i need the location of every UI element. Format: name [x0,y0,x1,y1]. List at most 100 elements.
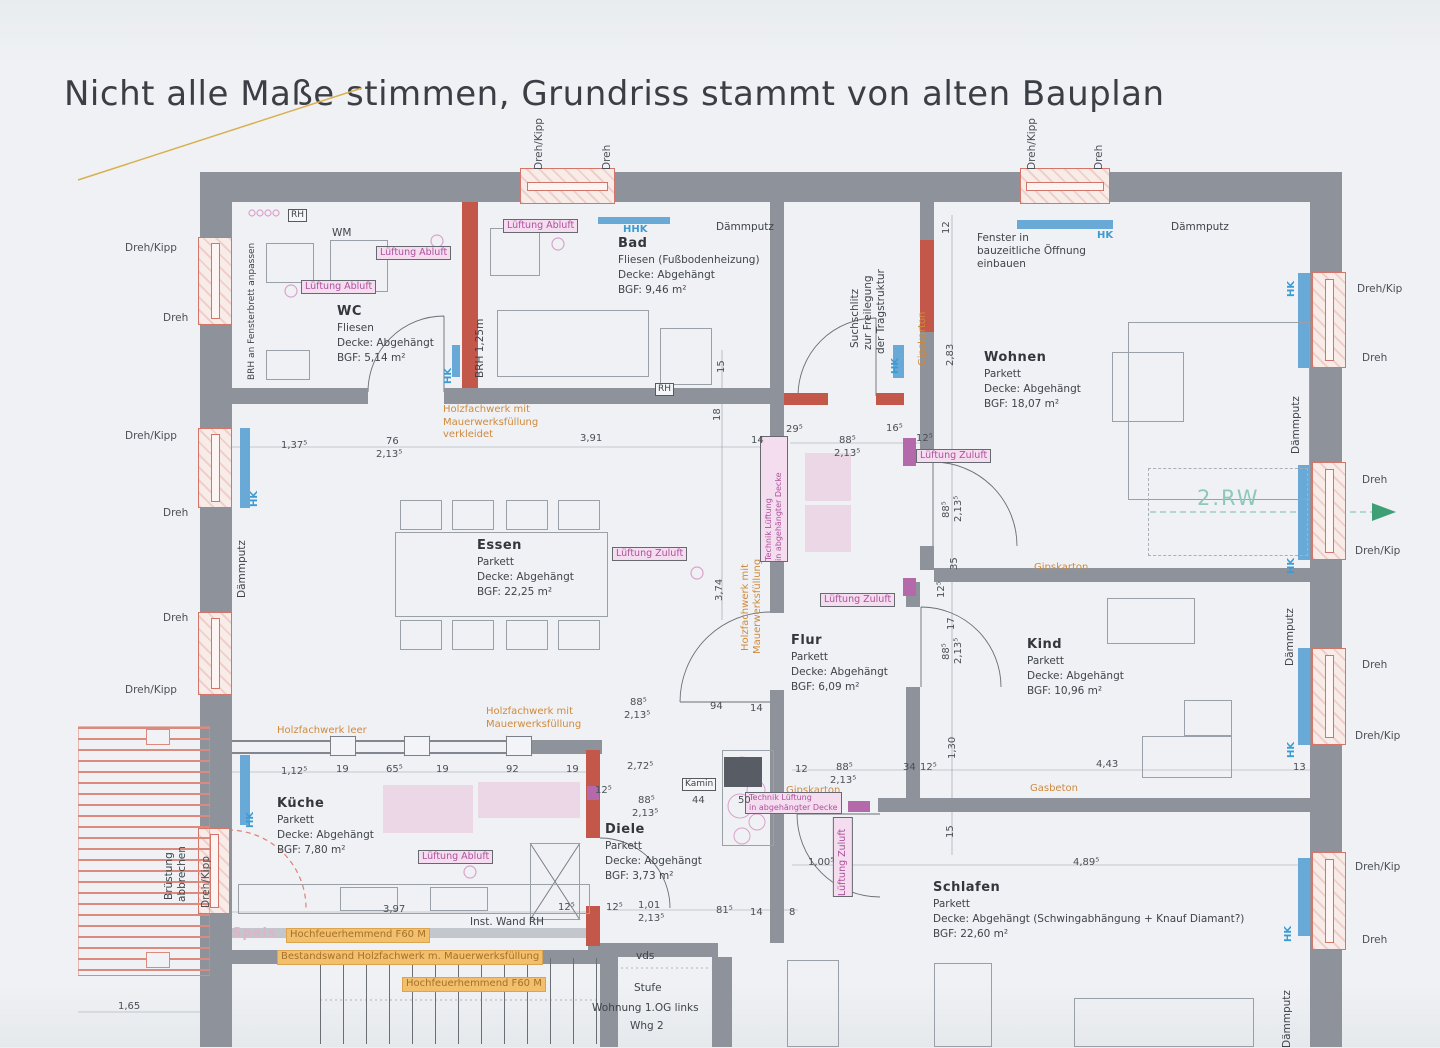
furniture-outline [1112,352,1184,422]
dimension-label: 2,13⁵ [632,808,659,819]
wall-segment [330,736,356,756]
wall-segment [906,687,920,798]
dimension-label: 2,83 [945,343,956,366]
kamin-label: Kamin [682,778,717,792]
dimension-label: 3,91 [580,433,603,444]
balcony-hatch [78,726,210,976]
furniture-outline [490,228,540,276]
window-type-label: Dreh/Kip [1355,861,1401,873]
ventilation-label: Lüftung Zuluft [833,817,853,897]
furniture-outline [452,620,494,650]
dimension-label: 35 [949,557,960,570]
wall-segment [903,438,916,466]
dimension-label: 92 [506,764,519,775]
wall-segment [444,388,774,404]
dimension-label: 2,13⁵ [953,637,964,664]
dimension-label: 29⁵ [786,424,803,435]
radiator-strip [452,345,460,377]
window-symbol [198,612,232,695]
window-type-label: Dreh/Kipp [125,684,177,696]
wall-segment [934,568,1340,582]
dimension-label: 12⁵ [920,762,937,773]
wall-segment [770,560,784,613]
furniture-outline [330,240,388,292]
daemmputz-label: Dämmputz [1171,221,1229,233]
furniture-outline [506,500,548,530]
wall-segment [770,202,784,436]
window-symbol [1312,272,1346,368]
wall-segment [588,943,718,957]
dimension-label: 1,30 [947,736,958,759]
dimension-label: 65⁵ [386,764,403,775]
dimension-label: 94 [710,701,723,712]
daemmputz-label: Dämmputz [1281,990,1293,1048]
material-label: Mauerwerksfüllung [752,558,763,654]
apartment-label: Whg 2 [630,1020,664,1032]
furniture-outline [266,350,310,380]
suchschlitz-note: der Tragstruktur [875,269,887,354]
ventilation-label: Lüftung Abluft [418,850,494,864]
wall-segment [848,801,870,812]
wall-segment [878,798,1340,812]
material-label: Gipskarton [786,785,841,796]
dimension-label: 17 [946,617,957,630]
window-type-label: Dreh [1362,474,1388,486]
wall-segment [587,786,599,800]
wall-segment [232,740,532,754]
dimension-label: 1,65 [118,1001,141,1012]
staircase [320,958,598,1044]
dimension-label: 44 [692,795,705,806]
dimension-label: 88⁵ [839,435,856,446]
window-symbol [1312,852,1346,950]
dimension-label: 76 [386,436,399,447]
furniture-outline [1128,322,1310,500]
radiator-label: HK [1097,230,1114,241]
window-type-label: Dreh [1362,659,1388,671]
wall-segment [712,957,732,1047]
radiator-strip [893,345,904,378]
furniture-outline [1184,700,1232,736]
stufe-label: Stufe [634,982,662,994]
dimension-label: 14 [751,435,764,446]
window-type-label: Dreh/Kip [1357,283,1403,295]
dimension-label: 1,12⁵ [281,766,308,777]
wall-segment [530,740,602,754]
dimension-label: 1,00⁵ [808,857,835,868]
suchschlitz-note: Suchschlitz [849,288,861,348]
dimension-label: 12⁵ [606,902,623,913]
washing-machine-label: WM [332,227,352,239]
wall-segment [805,505,851,552]
wall-segment [232,928,588,938]
furniture-outline [558,500,600,530]
wall-segment [724,757,762,787]
radiator-label: HK [1286,280,1297,297]
window-type-label: Dreh [1093,144,1105,170]
wall-segment [146,952,170,968]
material-label: Holzfachwerk mit Mauerwerksfüllung [486,706,582,730]
dimension-label: 16⁵ [886,423,903,434]
dimension-label: 12 [795,764,808,775]
ventilation-label: Lüftung Zuluft [612,547,688,561]
dimension-label: 88⁵ [836,762,853,773]
dimension-label: 1,01 [638,900,661,911]
furniture-outline [934,963,992,1047]
dimension-label: 19 [566,764,579,775]
dimension-label: 2,13⁵ [376,449,403,460]
furniture-outline [787,960,839,1047]
red-wall [462,202,478,388]
dimension-label: 4,89⁵ [1073,857,1100,868]
furniture-outline [1142,736,1232,778]
dimension-label: 1,37⁵ [281,440,308,451]
wall-segment [232,388,368,404]
window-symbol [1020,168,1110,204]
window-note: Fenster in bauzeitliche Öffnung einbauen [977,232,1086,271]
furniture-outline [400,500,442,530]
window-type-label: Dreh/Kipp [125,242,177,254]
wall-segment [920,546,934,570]
radiator-label: HHK [623,224,648,235]
